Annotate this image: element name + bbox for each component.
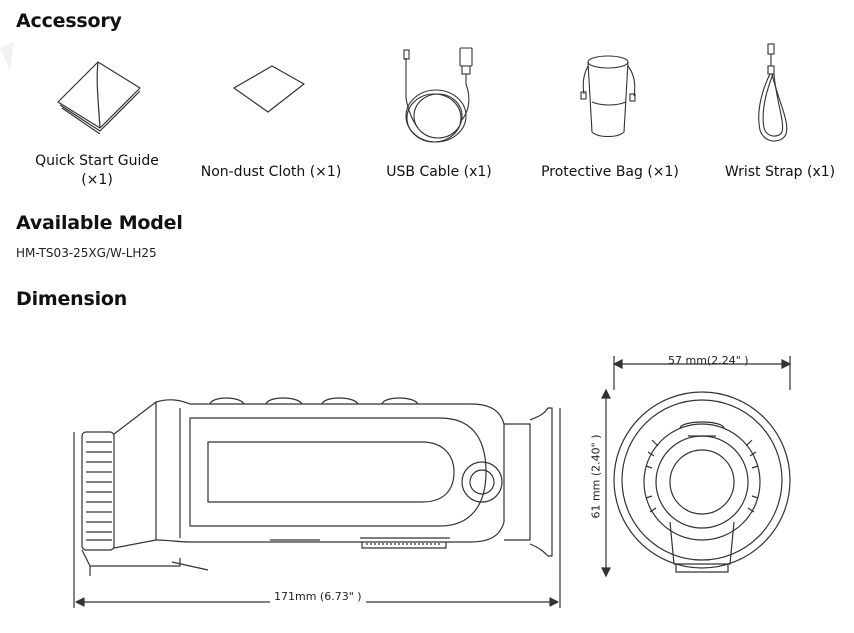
- page-watermark: [0, 42, 14, 70]
- device-front-view-drawing: [601, 356, 792, 578]
- quick-start-guide-icon: [57, 61, 141, 134]
- wrist-strap-icon: [758, 43, 788, 142]
- available-model-heading: Available Model: [16, 212, 183, 234]
- model-number: HM-TS03-25XG/W-LH25: [16, 246, 157, 260]
- device-side-view-drawing: [73, 397, 561, 608]
- length-dimension-label: 171mm (6.73" ): [270, 590, 366, 603]
- accessory-label-protective-bag: Protective Bag (×1): [541, 164, 679, 180]
- accessory-label-quick-start-guide: Quick Start Guide (×1): [35, 153, 159, 188]
- accessory-label-usb-cable: USB Cable (x1): [386, 164, 492, 180]
- cloth-icon: [233, 65, 305, 113]
- usb-cable-icon: [403, 47, 473, 143]
- height-dimension-label: 61 mm (2.40" ): [589, 434, 603, 519]
- accessory-label-wrist-strap: Wrist Strap (x1): [724, 164, 836, 180]
- accessory-heading: Accessory: [16, 10, 122, 32]
- protective-bag-icon: [580, 55, 636, 138]
- accessory-label-non-dust-cloth: Non-dust Cloth (×1): [200, 164, 342, 180]
- width-dimension-label: 57 mm(2.24" ): [668, 354, 749, 367]
- dimension-heading: Dimension: [16, 288, 128, 310]
